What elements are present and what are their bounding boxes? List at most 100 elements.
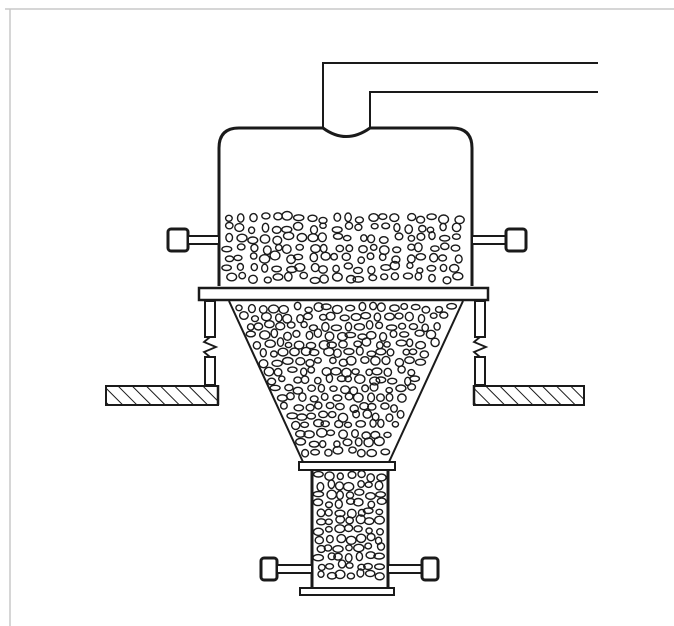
particle [333, 552, 343, 561]
particle [312, 490, 325, 498]
particle [370, 355, 381, 366]
particle [312, 553, 325, 562]
particle [247, 226, 256, 235]
particle [301, 448, 310, 458]
particle [402, 272, 414, 280]
particle [352, 266, 364, 275]
particle [352, 543, 365, 553]
particle [324, 508, 333, 517]
lower-flange [298, 461, 396, 471]
particle [249, 252, 258, 260]
particle [276, 337, 285, 348]
particle [331, 226, 343, 234]
particle [249, 212, 258, 223]
particle [292, 221, 304, 231]
particle [277, 347, 289, 357]
particle [332, 445, 344, 455]
particle [307, 366, 316, 374]
particle [274, 243, 283, 252]
particle [323, 347, 335, 357]
particle [370, 222, 379, 230]
particle [303, 312, 314, 321]
particle [355, 533, 367, 544]
particle [332, 232, 344, 240]
particle [285, 392, 295, 401]
particle [326, 429, 336, 437]
particle [261, 263, 269, 273]
particle [325, 401, 335, 410]
particle [314, 535, 325, 545]
particle [376, 528, 385, 536]
particle [362, 507, 374, 515]
particle [415, 215, 426, 224]
particle [335, 515, 346, 524]
particle [330, 252, 339, 261]
particle [333, 212, 342, 222]
particle [334, 499, 343, 509]
particle [312, 470, 324, 478]
particle [263, 366, 275, 377]
particle [316, 544, 326, 554]
particle [307, 214, 318, 223]
particle [375, 508, 384, 516]
particle [295, 243, 305, 251]
left-hopper-bolt [166, 227, 220, 253]
particle [305, 358, 315, 368]
particle [324, 448, 333, 457]
particle [317, 570, 325, 579]
particle [357, 470, 366, 479]
particle [278, 304, 290, 315]
particle [269, 384, 281, 392]
particle [313, 401, 323, 410]
right-ground-bracket [472, 385, 585, 406]
particle [347, 470, 357, 480]
particle [439, 222, 447, 232]
particle [376, 473, 387, 482]
particle [271, 225, 282, 235]
particle [293, 404, 305, 412]
particle [408, 348, 418, 356]
particle [334, 481, 345, 491]
particle [385, 386, 394, 394]
particle [448, 263, 460, 273]
particle [307, 384, 317, 393]
particle [368, 274, 378, 282]
particle [300, 320, 308, 329]
particle [367, 392, 376, 403]
particle [409, 375, 421, 383]
particle [344, 304, 356, 312]
particle [380, 402, 390, 410]
particle [367, 265, 376, 275]
particle [439, 242, 450, 251]
particle [325, 534, 334, 544]
particle [296, 232, 308, 243]
particle [334, 524, 346, 534]
particle [397, 322, 407, 330]
particle [402, 348, 411, 356]
particle [384, 312, 396, 321]
particle [394, 312, 404, 320]
particle [269, 350, 278, 358]
particle [428, 273, 436, 283]
particle [332, 545, 344, 554]
particle [365, 368, 374, 377]
particle [366, 234, 376, 244]
particle [363, 562, 374, 571]
particle [221, 245, 233, 253]
particle [345, 497, 356, 506]
particle [349, 404, 360, 414]
particle [327, 479, 336, 490]
particle [342, 481, 355, 492]
particle [434, 305, 444, 314]
particle [308, 348, 320, 357]
particle [357, 480, 365, 489]
particle [408, 323, 419, 331]
particle [365, 330, 377, 340]
particle [292, 386, 304, 395]
particle [309, 224, 319, 235]
particle [369, 418, 377, 428]
particle [371, 367, 383, 376]
particle [334, 569, 346, 580]
particle [376, 418, 385, 429]
particle [312, 498, 324, 507]
